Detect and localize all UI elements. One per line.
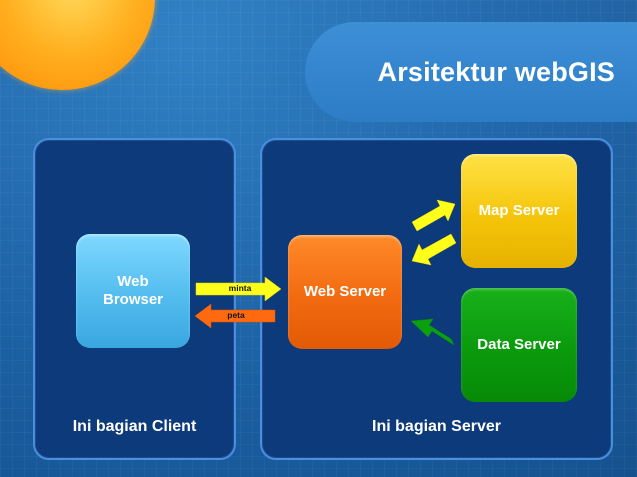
slide-title: Arsitektur webGIS	[377, 56, 615, 87]
response-arrow-label: peta	[227, 310, 245, 320]
request-arrow-label: minta	[228, 283, 252, 293]
web-browser-label-line1: Web	[117, 273, 149, 290]
data-server-label: Data Server	[477, 336, 561, 353]
web-server-label: Web Server	[303, 283, 387, 300]
server-panel-label: Ini bagian Server	[372, 418, 501, 435]
web-browser-node: Web Browser	[76, 234, 190, 348]
client-panel-label: Ini bagian Client	[72, 418, 197, 435]
web-server-node: Web Server	[288, 235, 402, 349]
map-server-label: Map Server	[478, 202, 560, 219]
title-band	[305, 22, 637, 122]
map-server-node: Map Server	[461, 154, 577, 268]
web-browser-label-line2: Browser	[102, 291, 164, 308]
data-server-node: Data Server	[461, 288, 577, 402]
